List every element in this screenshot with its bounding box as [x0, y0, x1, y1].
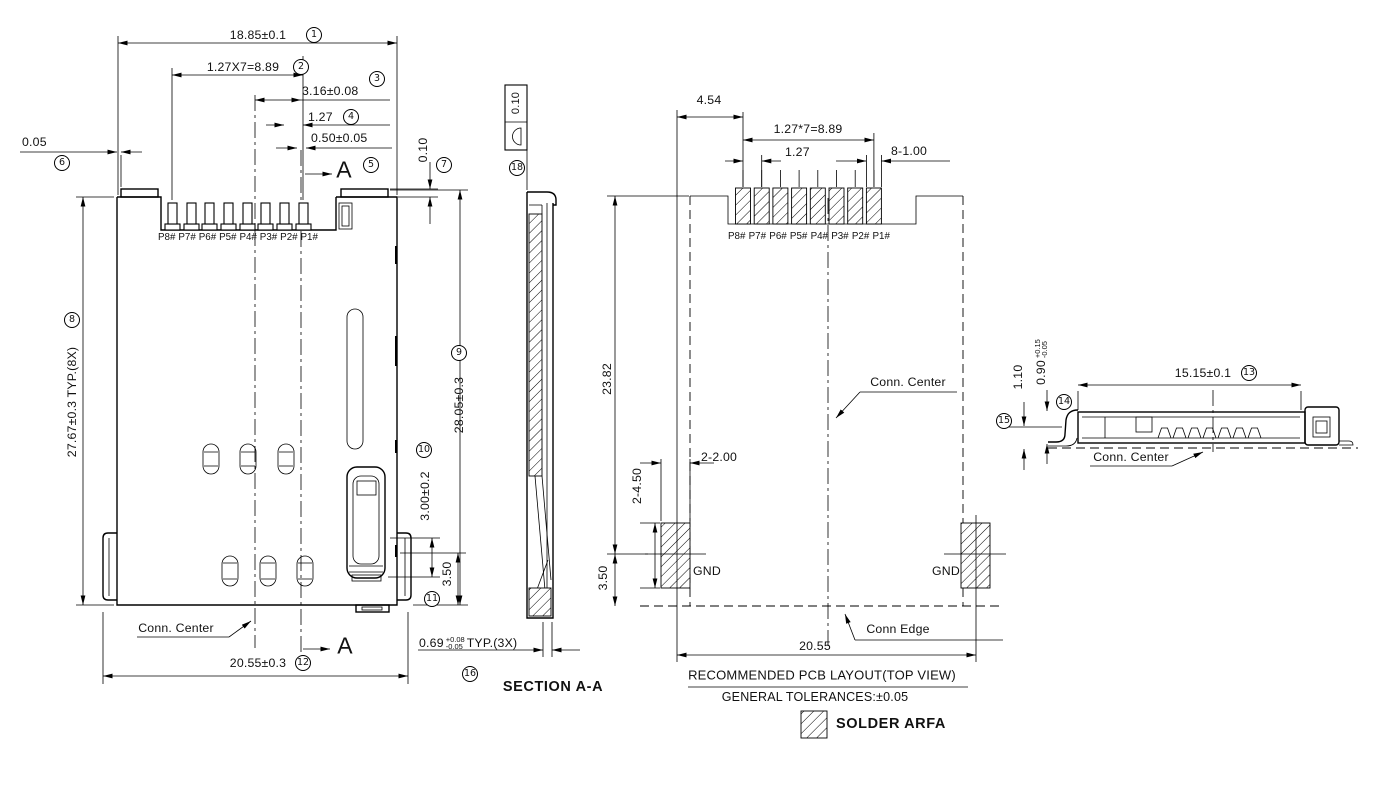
balloon-6: 6: [54, 155, 70, 171]
balloon-15: 15: [996, 413, 1012, 429]
gnd-pad-left: [660, 522, 691, 589]
dim-1-10: 1.10: [1011, 364, 1025, 390]
pcb-signal-pads: [735, 187, 882, 225]
dim-0-10: 0.10: [416, 137, 430, 163]
balloon-11: 11: [424, 591, 440, 607]
section-cut-label-bottom: A: [337, 632, 353, 659]
balloon-4: 4: [343, 109, 359, 125]
balloon-12: 12: [295, 655, 311, 671]
balloon-14: 14: [1056, 394, 1072, 410]
balloon-3: 3: [369, 71, 385, 87]
pcb-view: [607, 110, 1006, 739]
section-view: [418, 84, 580, 657]
dim-pcb-height: 23.82: [600, 363, 614, 395]
dim-side-width: 15.15±0.1: [1174, 366, 1232, 380]
general-tolerance-note: GENERAL TOLERANCES:±0.05: [721, 690, 909, 704]
front-slots: [202, 443, 314, 587]
tolerance-stack: +0.08 -0.05: [445, 635, 465, 652]
balloon-10: 10: [416, 442, 432, 458]
conn-center-pcb-label: Conn. Center: [870, 375, 946, 389]
solder-area-swatch: [800, 710, 828, 739]
gnd-pad-right: [960, 522, 991, 589]
balloon-13: 13: [1241, 365, 1257, 381]
dim-contact-length: 27.67±0.3 TYP.(8X): [65, 346, 79, 458]
balloon-5: 5: [363, 157, 379, 173]
dim-pcb-width: 20.55: [799, 639, 831, 653]
conn-center-side-label: Conn. Center: [1093, 450, 1169, 464]
dim-body-width: 20.55±0.3: [229, 656, 287, 670]
dim-pad-pitch: 1.27: [785, 145, 810, 159]
dim-0-05: 0.05: [22, 135, 47, 149]
dim-pitch: 1.27: [308, 110, 333, 124]
gnd-label-right: GND: [932, 564, 960, 578]
conn-center-front-label: Conn. Center: [138, 621, 214, 635]
dim-wall-thickness: 0.69 +0.08 -0.05 TYP.(3X): [419, 635, 518, 652]
dim-overall-width: 18.85±0.1: [229, 28, 287, 42]
dim-pin-width: 0.50±0.05: [311, 131, 368, 145]
balloon-18: 18: [509, 160, 525, 176]
balloon-8: 8: [64, 312, 80, 328]
solder-area-legend-label: SOLDER ARFA: [836, 716, 946, 732]
dim-3-50-front: 3.50: [440, 561, 454, 587]
profile-symbol: [512, 127, 522, 146]
dim-gnd-offset: 4.54: [696, 93, 722, 107]
dim-pad-span: 1.27*7=8.89: [773, 122, 843, 136]
side-view: [1006, 382, 1358, 470]
balloon-2: 2: [293, 59, 309, 75]
pcb-pin-labels: P8#P7#P6#P5#P4#P3#P2#P1#: [728, 231, 890, 242]
front-view: [20, 36, 468, 684]
section-cut-label-top: A: [336, 156, 352, 183]
dim-0-90: 0.90 +0.15 -0.05: [1032, 339, 1049, 385]
balloon-16: 16: [462, 666, 478, 682]
dim-pcb-edge: 3.50: [596, 565, 610, 591]
section-title: SECTION A-A: [502, 679, 604, 695]
dim-gnd-pad-height: 2-4.50: [630, 467, 644, 505]
pcb-view-title: RECOMMENDED PCB LAYOUT(TOP VIEW): [688, 667, 956, 683]
dim-3-16: 3.16±0.08: [302, 84, 359, 98]
front-pins: [164, 202, 312, 231]
dim-pin-span: 1.27X7=8.89: [206, 60, 280, 74]
gdt-flag-value: 0.10: [510, 91, 522, 115]
balloon-7: 7: [436, 157, 452, 173]
dim-overall-length: 28.05±0.3: [452, 376, 466, 434]
front-pin-labels: P8#P7#P6#P5#P4#P3#P2#P1#: [158, 232, 318, 243]
gnd-label-left: GND: [693, 564, 721, 578]
balloon-9: 9: [451, 345, 467, 361]
conn-edge-label: Conn Edge: [866, 622, 930, 636]
dim-3-00: 3.00±0.2: [418, 471, 432, 521]
dim-pad-width: 8-1.00: [891, 144, 928, 158]
dim-gnd-pad-width: 2-2.00: [701, 450, 738, 464]
balloon-1: 1: [306, 27, 322, 43]
tolerance-stack: +0.15 -0.05: [1032, 339, 1049, 359]
